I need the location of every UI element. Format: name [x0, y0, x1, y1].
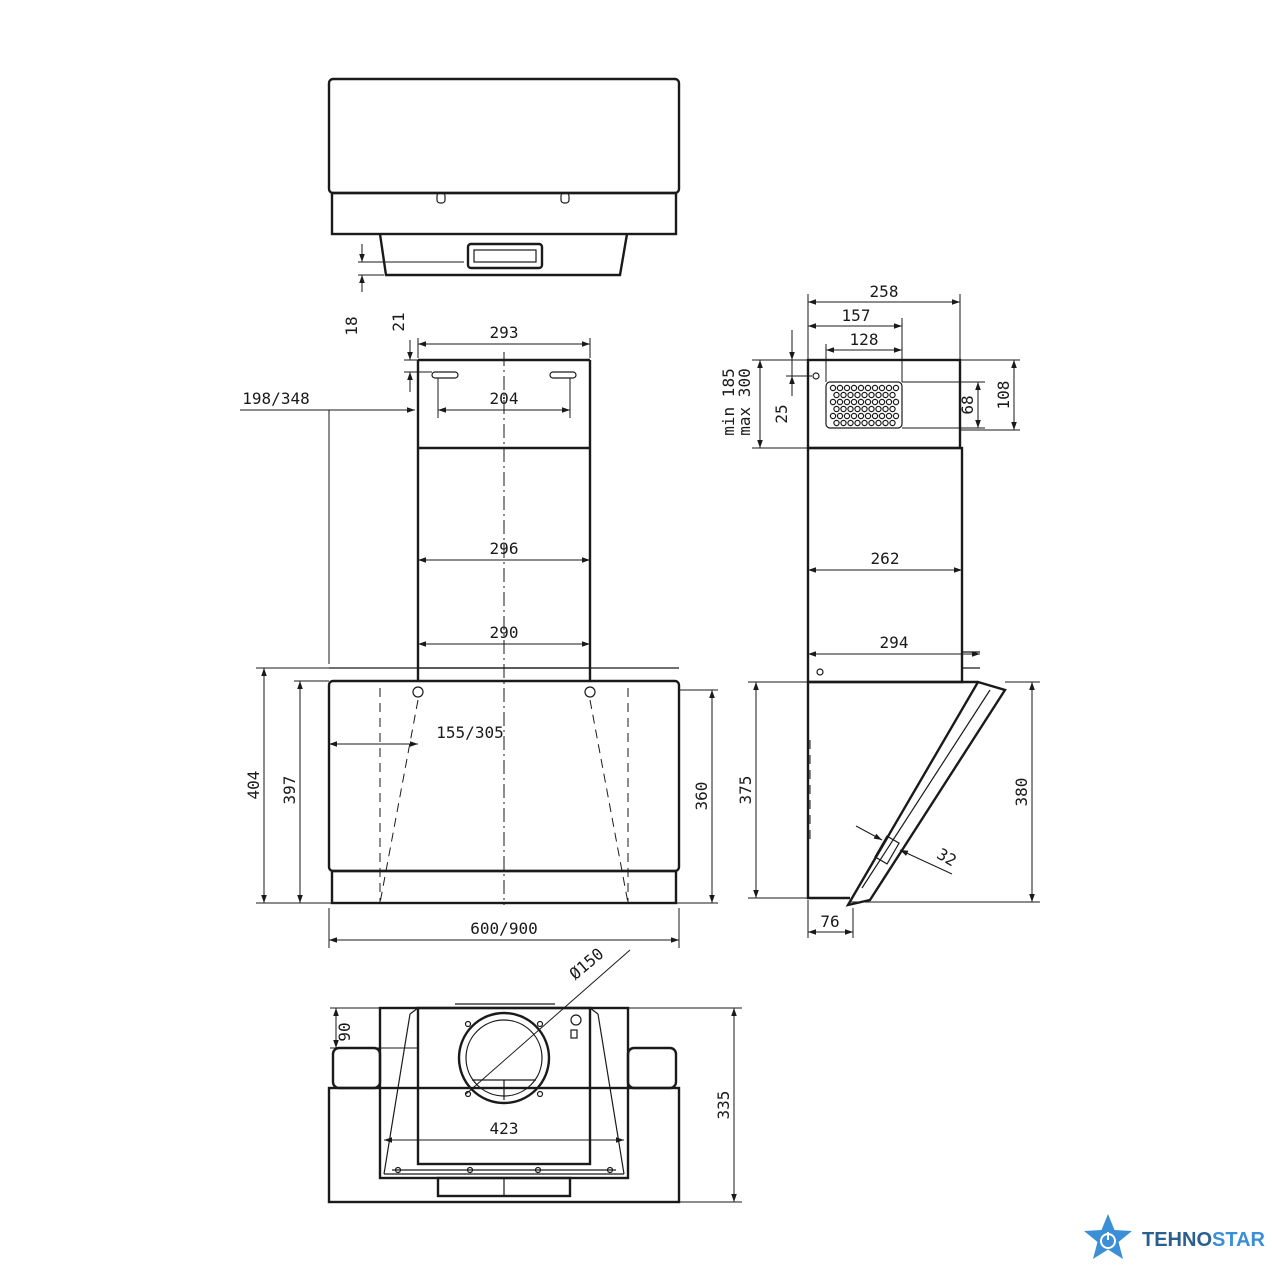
vent-hole [843, 398, 851, 406]
vent-grille [825, 381, 903, 429]
vent-hole [861, 405, 868, 413]
vent-hole [854, 405, 861, 413]
vent-hole [864, 384, 872, 392]
vent-hole [889, 419, 896, 427]
dim-290: 290 [490, 623, 519, 642]
dim-18: 18 [342, 316, 361, 335]
vent-hole [836, 412, 844, 420]
dim-76: 76 [820, 912, 839, 931]
dim-max-300: max 300 [735, 368, 754, 435]
vent-hole [875, 405, 882, 413]
vent-hole [892, 384, 900, 392]
vent-hole [885, 398, 893, 406]
vent-hole [878, 384, 886, 392]
dim-204: 204 [490, 389, 519, 408]
vent-hole [889, 391, 896, 399]
vent-hole [885, 412, 893, 420]
vent-hole [850, 384, 858, 392]
vent-hole [864, 412, 872, 420]
dim-diameter-150: Ø150 [566, 944, 608, 983]
dim-404: 404 [244, 771, 263, 800]
dim-296: 296 [490, 539, 519, 558]
vent-hole [868, 419, 875, 427]
vent-hole [850, 412, 858, 420]
vent-hole [889, 405, 896, 413]
vent-hole [878, 398, 886, 406]
dim-68: 68 [958, 395, 977, 414]
vent-hole [843, 412, 851, 420]
vent-hole [871, 412, 879, 420]
vent-hole [868, 405, 875, 413]
dim-108: 108 [994, 381, 1013, 410]
vent-hole [892, 412, 900, 420]
vent-hole [850, 398, 858, 406]
vent-hole [829, 384, 837, 392]
dim-90: 90 [335, 1022, 354, 1041]
vent-hole [892, 398, 900, 406]
vent-hole [843, 384, 851, 392]
brand-name-part2: STAR [1212, 1229, 1266, 1251]
vent-hole [857, 412, 865, 420]
vent-hole [836, 398, 844, 406]
vent-hole [882, 391, 889, 399]
vent-hole [847, 419, 854, 427]
vent-hole [833, 391, 840, 399]
bottom-view: Ø150 90 423 335 [327, 944, 742, 1204]
vent-hole [882, 405, 889, 413]
svg-text:TEHNOSTAR: TEHNOSTAR [1142, 1229, 1266, 1251]
dim-397: 397 [280, 776, 299, 805]
dim-128: 128 [850, 330, 879, 349]
dim-294: 294 [880, 633, 909, 652]
vent-hole [840, 391, 847, 399]
dim-262: 262 [871, 549, 900, 568]
vent-hole [833, 405, 840, 413]
vent-hole [885, 384, 893, 392]
vent-hole [854, 419, 861, 427]
vent-hole [871, 398, 879, 406]
dim-32: 32 [934, 844, 960, 870]
dim-min-185: min 185 [719, 368, 738, 435]
star-power-icon [1084, 1214, 1132, 1259]
vent-hole [857, 384, 865, 392]
vent-hole [829, 398, 837, 406]
dim-375: 375 [736, 776, 755, 805]
dim-157: 157 [842, 306, 871, 325]
vent-hole [878, 412, 886, 420]
dim-423: 423 [490, 1119, 519, 1138]
dim-21: 21 [389, 312, 408, 331]
vent-hole [836, 384, 844, 392]
vent-hole [840, 405, 847, 413]
dim-293: 293 [490, 323, 519, 342]
vent-hole [847, 391, 854, 399]
vent-hole [854, 391, 861, 399]
vent-hole [882, 419, 889, 427]
dim-600-900: 600/900 [470, 919, 537, 938]
top-view: 18 [327, 77, 681, 336]
vent-hole [857, 398, 865, 406]
dim-360: 360 [692, 782, 711, 811]
vent-hole [875, 391, 882, 399]
dim-25: 25 [772, 404, 791, 423]
vent-hole [833, 419, 840, 427]
vent-hole [829, 412, 837, 420]
vent-hole [868, 391, 875, 399]
vent-hole [847, 405, 854, 413]
side-view: 258 157 128 min 185 max 300 25 68 108 26… [719, 282, 1040, 938]
dim-380: 380 [1012, 778, 1031, 807]
dim-335: 335 [714, 1091, 733, 1120]
tehnostar-logo: TEHNOSTAR [1082, 1212, 1272, 1268]
brand-name-part1: TEHNO [1142, 1229, 1212, 1251]
dim-198-348: 198/348 [242, 389, 309, 408]
vent-hole [864, 398, 872, 406]
vent-hole [871, 384, 879, 392]
dim-258: 258 [870, 282, 899, 301]
vent-hole [840, 419, 847, 427]
dim-155-305: 155/305 [436, 723, 503, 742]
front-view: 293 21 204 198/348 296 290 155/305 404 3… [240, 312, 718, 948]
vent-hole [861, 419, 868, 427]
vent-hole [861, 391, 868, 399]
vent-hole [875, 419, 882, 427]
